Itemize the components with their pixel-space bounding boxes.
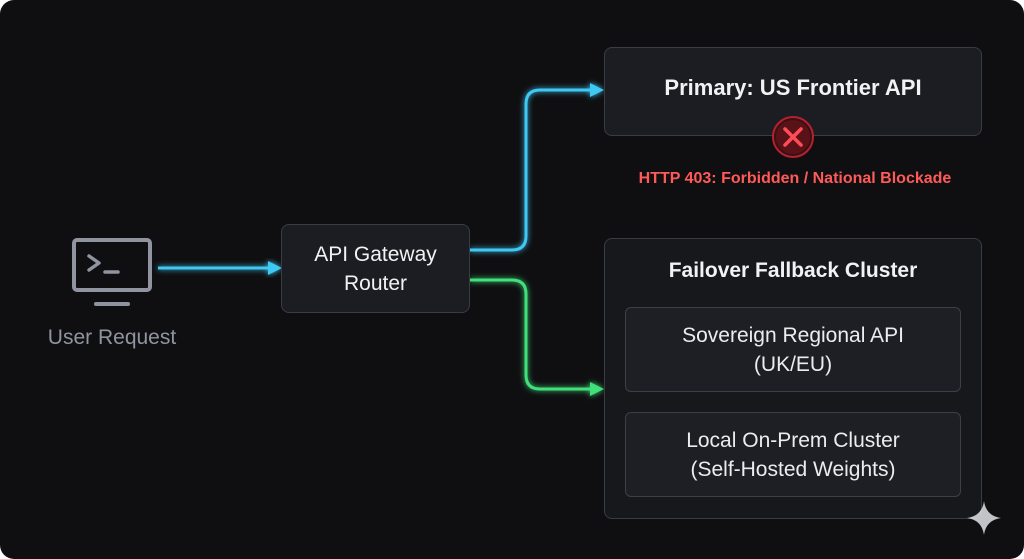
gateway-to-failover-arrow bbox=[470, 278, 604, 396]
gateway-to-primary-arrow bbox=[470, 83, 604, 252]
gateway-label-line2: Router bbox=[343, 271, 408, 295]
cluster-title: Failover Fallback Cluster bbox=[668, 259, 918, 282]
primary-label: Primary: US Frontier API bbox=[664, 74, 922, 100]
user-to-gateway-arrow bbox=[158, 261, 282, 275]
gateway-label-line1: API Gateway bbox=[314, 242, 437, 266]
failover-cluster: Failover Fallback Cluster Sovereign Regi… bbox=[604, 238, 982, 519]
sparkle-icon bbox=[966, 500, 1002, 536]
error-message: HTTP 403: Forbidden / National Blockade bbox=[638, 170, 952, 187]
node-label-line1: Sovereign Regional API bbox=[682, 323, 904, 347]
user-request-label: User Request bbox=[47, 326, 177, 349]
node-label-line2: (UK/EU) bbox=[753, 352, 833, 376]
node-label-line1: Local On-Prem Cluster bbox=[686, 428, 900, 452]
sovereign-regional-api-node: Sovereign Regional API (UK/EU) bbox=[625, 307, 961, 392]
x-circle-icon bbox=[771, 115, 815, 159]
node-label-line2: (Self-Hosted Weights) bbox=[690, 457, 896, 481]
local-on-prem-cluster-node: Local On-Prem Cluster (Self-Hosted Weigh… bbox=[625, 412, 961, 497]
api-gateway-router-node: API Gateway Router bbox=[281, 224, 470, 313]
terminal-icon bbox=[72, 238, 152, 308]
